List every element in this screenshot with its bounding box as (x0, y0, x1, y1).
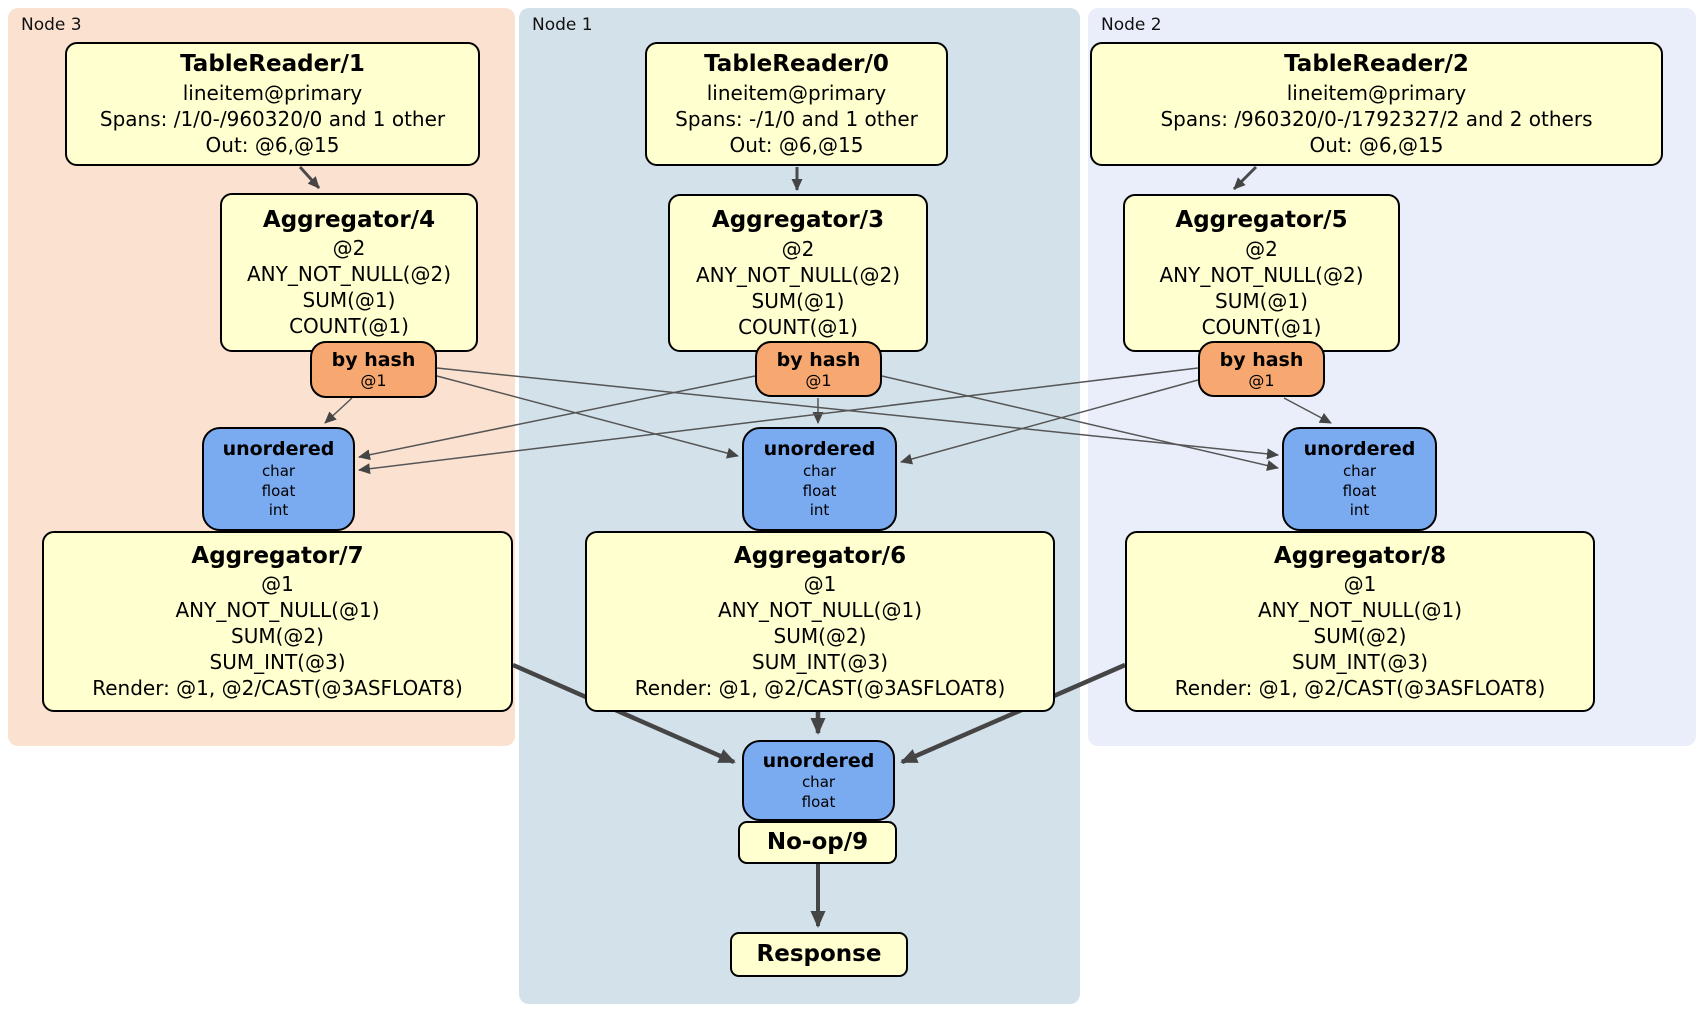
node3-label: Node 3 (21, 15, 82, 35)
box-line: COUNT(@1) (289, 314, 409, 339)
box-line: COUNT(@1) (1201, 314, 1322, 339)
box-line: Out: @6,@15 (205, 132, 340, 157)
box-line: SUM(@2) (1313, 624, 1407, 649)
sync-item: char (1342, 462, 1377, 481)
box-title: TableReader/2 (1284, 51, 1469, 78)
sync-item: int (809, 501, 830, 520)
tablereader-arrows (298, 165, 1258, 191)
sync-item: float (261, 481, 296, 500)
box-line: ANY_NOT_NULL(@1) (175, 598, 380, 623)
box-line: SUM(@1) (751, 288, 845, 313)
box-line: @2 (781, 236, 815, 261)
router-title: by hash (331, 349, 416, 372)
box-line: ANY_NOT_NULL(@2) (1159, 262, 1364, 287)
sync-title: unordered (1303, 438, 1416, 461)
sync-title: unordered (763, 438, 876, 461)
sync-item: char (801, 773, 836, 792)
tablereader-2-box: TableReader/2 lineitem@primary Spans: /9… (1090, 42, 1663, 166)
tablereader-0-box: TableReader/0 lineitem@primary Spans: -/… (645, 42, 948, 166)
box-title: Aggregator/6 (733, 542, 907, 569)
box-line: Out: @6,@15 (1309, 132, 1444, 157)
box-line: SUM_INT(@3) (752, 650, 888, 675)
box-line: SUM(@2) (231, 624, 324, 649)
by-hash-router-node1: by hash @1 (755, 341, 882, 397)
noop-9-box: No-op/9 (738, 821, 897, 864)
box-line: ANY_NOT_NULL(@2) (247, 262, 451, 287)
box-line: SUM(@1) (302, 288, 396, 313)
box-line: lineitem@primary (182, 80, 363, 105)
box-line: @2 (332, 236, 366, 261)
tablereader-1-box: TableReader/1 lineitem@primary Spans: /1… (65, 42, 480, 166)
sync-item: int (268, 501, 289, 520)
router-detail: @1 (1248, 370, 1275, 390)
aggregator-4-box: Aggregator/4 @2 ANY_NOT_NULL(@2) SUM(@1)… (220, 193, 478, 352)
aggregator-8-box: Aggregator/8 @1 ANY_NOT_NULL(@1) SUM(@2)… (1125, 531, 1595, 712)
box-title: TableReader/0 (704, 51, 889, 78)
sync-item: int (1349, 501, 1370, 520)
box-line: ANY_NOT_NULL(@1) (718, 598, 922, 623)
unordered-sync-node3: unordered char float int (202, 427, 355, 531)
box-title: No-op/9 (766, 828, 869, 855)
box-line: @2 (1245, 236, 1278, 261)
node1-label: Node 1 (532, 15, 593, 35)
aggregator-5-box: Aggregator/5 @2 ANY_NOT_NULL(@2) SUM(@1)… (1123, 194, 1400, 352)
sync-title: unordered (222, 438, 335, 461)
unordered-sync-node1: unordered char float int (742, 427, 897, 531)
box-title: TableReader/1 (180, 51, 365, 78)
box-line: SUM(@1) (1215, 288, 1308, 313)
box-line: SUM_INT(@3) (209, 650, 346, 675)
aggregator-6-box: Aggregator/6 @1 ANY_NOT_NULL(@1) SUM(@2)… (585, 531, 1055, 712)
box-title: Aggregator/7 (191, 542, 364, 569)
aggregator-7-box: Aggregator/7 @1 ANY_NOT_NULL(@1) SUM(@2)… (42, 531, 513, 712)
unordered-sync-final: unordered char float (742, 740, 895, 821)
box-line: Render: @1, @2/CAST(@3ASFLOAT8) (634, 676, 1006, 701)
box-line: SUM_INT(@3) (1292, 650, 1428, 675)
router-detail: @1 (360, 371, 387, 391)
node2-label: Node 2 (1101, 15, 1162, 35)
by-hash-router-node3: by hash @1 (310, 341, 437, 398)
box-title: Aggregator/5 (1175, 207, 1348, 234)
box-line: Out: @6,@15 (729, 132, 864, 157)
box-line: Render: @1, @2/CAST(@3ASFLOAT8) (92, 676, 463, 701)
agg-to-final-sync-arrows (512, 662, 1126, 765)
box-title: Aggregator/8 (1273, 542, 1447, 569)
aggregator-3-box: Aggregator/3 @2 ANY_NOT_NULL(@2) SUM(@1)… (668, 194, 928, 352)
box-line: Spans: -/1/0 and 1 other (675, 106, 918, 131)
box-line: COUNT(@1) (738, 314, 858, 339)
response-box: Response (730, 932, 908, 977)
sync-item: char (261, 462, 296, 481)
router-detail: @1 (805, 370, 832, 390)
box-line: lineitem@primary (1286, 80, 1467, 105)
router-title: by hash (1219, 348, 1304, 371)
by-hash-router-node2: by hash @1 (1198, 341, 1325, 397)
hash-to-sync-edges (324, 367, 1332, 475)
router-title: by hash (776, 348, 861, 371)
box-line: @1 (1343, 572, 1377, 597)
box-line: ANY_NOT_NULL(@2) (696, 262, 900, 287)
box-title: Aggregator/3 (711, 207, 885, 234)
sync-item: float (801, 792, 836, 811)
sync-item: char (802, 462, 837, 481)
unordered-sync-node2: unordered char float int (1282, 427, 1437, 531)
box-line: @1 (261, 572, 294, 597)
box-line: @1 (803, 572, 837, 597)
box-title: Response (756, 940, 882, 967)
box-line: SUM(@2) (773, 624, 867, 649)
box-line: lineitem@primary (706, 80, 887, 105)
sync-title: unordered (762, 749, 875, 772)
sync-item: float (1342, 481, 1377, 500)
sync-item: float (802, 481, 837, 500)
box-line: Spans: /960320/0-/1792327/2 and 2 others (1160, 106, 1593, 131)
box-line: ANY_NOT_NULL(@1) (1258, 598, 1462, 623)
box-title: Aggregator/4 (262, 206, 436, 233)
box-line: Render: @1, @2/CAST(@3ASFLOAT8) (1174, 676, 1546, 701)
box-line: Spans: /1/0-/960320/0 and 1 other (99, 106, 446, 131)
